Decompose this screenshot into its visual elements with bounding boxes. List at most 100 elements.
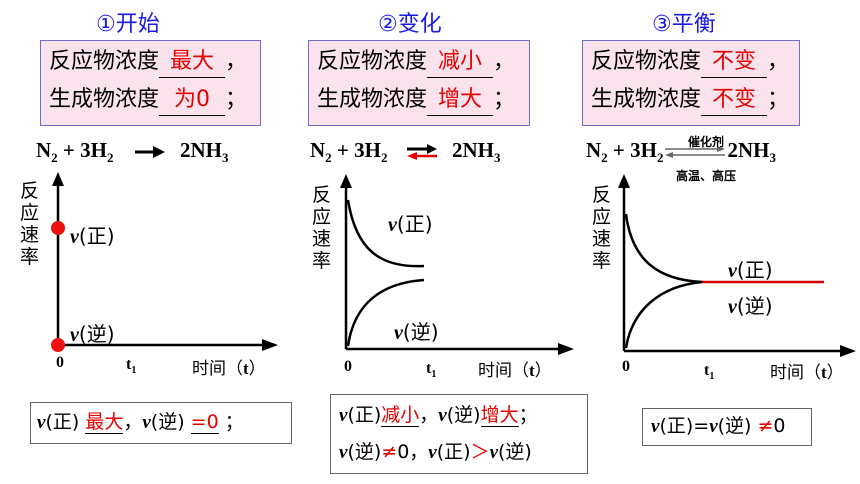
y-axis-arrow-icon: [340, 174, 352, 188]
conc-line-reactant: 反应物浓度最大，: [49, 43, 252, 81]
y-axis-char: 速: [312, 228, 332, 250]
x-axis-arrow-icon: [262, 339, 278, 351]
summary-answer: =0: [190, 411, 219, 434]
summary-text: (逆): [498, 441, 532, 463]
t-symbol: t: [426, 360, 432, 377]
concentration-box-equilibrium: 反应物浓度不变， 生成物浓度不变；: [582, 40, 800, 126]
x-axis-label: 时间（t）: [478, 356, 552, 381]
x-axis-label: 时间（t）: [770, 358, 844, 383]
conc-punct: ；: [225, 87, 248, 112]
summary-text: ，: [419, 404, 439, 426]
summary-line: v(正)=v(逆) ≠0: [651, 409, 803, 444]
summary-text: (正)=: [659, 415, 710, 437]
product-nh: 2NH: [727, 138, 770, 162]
conc-label: 生成物浓度: [317, 87, 428, 112]
conc-line-product: 生成物浓度为0；: [49, 81, 252, 119]
summary-line: v(正) 最大，v(逆) =0 ；: [37, 403, 285, 442]
y-axis-char: 速: [592, 228, 612, 250]
direction-text: (逆): [736, 294, 773, 318]
t1-label: t1: [704, 362, 714, 382]
t-symbol: t: [126, 356, 132, 373]
x-axis-paren: ）: [826, 363, 844, 383]
subscript: 1: [431, 369, 437, 381]
subscript: 2: [656, 150, 664, 166]
reactant-n: N: [36, 138, 52, 162]
conc-punct: ，: [493, 49, 516, 74]
direction-text: (逆): [78, 322, 115, 346]
concentration-box-change: 反应物浓度减小， 生成物浓度增大；: [308, 40, 530, 126]
step-title-equilibrium: ③平衡: [652, 12, 716, 37]
y-axis-char: 率: [592, 250, 612, 272]
v-symbol: v: [70, 226, 79, 248]
forward-arrow-icon: [134, 146, 165, 159]
y-axis-label: 反应速率: [312, 184, 334, 272]
y-axis-char: 应: [20, 202, 40, 224]
x-axis-paren: ）: [534, 361, 552, 381]
conditions-label: 高温、高压: [676, 169, 737, 183]
summary-text: (逆): [150, 411, 191, 433]
conc-answer: 不变: [701, 85, 768, 116]
conc-answer: 为0: [159, 85, 226, 116]
summary-text: (正): [347, 404, 382, 426]
t1-label: t1: [426, 360, 436, 380]
summary-text: ，: [123, 411, 143, 433]
v-symbol: v: [70, 324, 79, 346]
y-axis-label: 反应速率: [20, 180, 42, 268]
subscript: 2: [325, 150, 332, 166]
reactant-n: N: [310, 138, 326, 162]
v-symbol: v: [651, 416, 660, 437]
subscript: 2: [380, 150, 388, 166]
reactant-h: + 3H: [612, 138, 657, 162]
t1-label: t1: [126, 356, 136, 376]
conc-line-product: 生成物浓度不变；: [591, 81, 791, 119]
reversible-arrow-icon: [665, 146, 726, 159]
x-axis-arrow-icon: [840, 345, 856, 357]
summary-line: v(逆)≠0，v(正)＞v(逆): [339, 434, 579, 471]
v-symbol: v: [709, 416, 718, 437]
summary-answer: 最大: [85, 411, 124, 434]
reverse-rate-label: v(逆): [394, 316, 439, 345]
step-title-start: ①开始: [96, 12, 160, 37]
forward-rate-curve: [624, 213, 703, 284]
summary-text: (正): [436, 441, 471, 463]
x-axis-paren: ）: [248, 359, 266, 379]
y-axis-char: 速: [20, 224, 40, 246]
t-symbol: t: [243, 359, 249, 378]
forward-rate-curve: [346, 199, 425, 268]
reverse-rate-curve: [624, 280, 703, 349]
conc-answer: 不变: [701, 47, 768, 78]
conc-punct: ，: [767, 49, 790, 74]
summary-text: (正): [45, 411, 86, 433]
y-axis-arrow-icon: [52, 172, 64, 186]
v-symbol: v: [489, 442, 498, 463]
conc-punct: ；: [493, 87, 516, 112]
reactant-h: + 3H: [62, 138, 107, 162]
forward-rate-label: v(正): [388, 208, 433, 237]
conc-answer: 增大: [427, 85, 494, 116]
direction-text: (正): [396, 212, 433, 236]
origin-label: 0: [344, 358, 352, 375]
step-title-change: ②变化: [378, 12, 442, 37]
conc-answer: 减小: [427, 47, 494, 78]
y-axis-label: 反应速率: [592, 184, 614, 272]
panel-start: ①开始 反应物浓度最大， 生成物浓度为0； N2 + 3H2 2NH3 反应速率…: [0, 0, 292, 484]
direction-text: (逆): [402, 320, 439, 344]
panel-change: ②变化 反应物浓度减小， 生成物浓度增大； N2 + 3H2 2NH3 反应速率…: [290, 0, 588, 484]
conc-label: 生成物浓度: [49, 87, 160, 112]
t-symbol: t: [821, 363, 827, 382]
subscript: 3: [493, 150, 501, 166]
y-axis-char: 率: [20, 246, 40, 268]
v-symbol: v: [37, 412, 46, 433]
summary-answer: 增大: [480, 404, 519, 427]
reverse-rate-curve: [346, 278, 425, 347]
rate-graph-change: [340, 174, 574, 355]
summary-answer: ≠: [757, 415, 774, 437]
t-symbol: t: [704, 362, 710, 379]
conc-label: 反应物浓度: [591, 49, 702, 74]
subscript: 1: [131, 365, 137, 377]
reversible-arrow-icon: [406, 144, 437, 161]
summary-text: ；: [518, 404, 538, 426]
reverse-rate-label: v(逆): [728, 290, 773, 319]
subscript: 2: [51, 150, 58, 166]
